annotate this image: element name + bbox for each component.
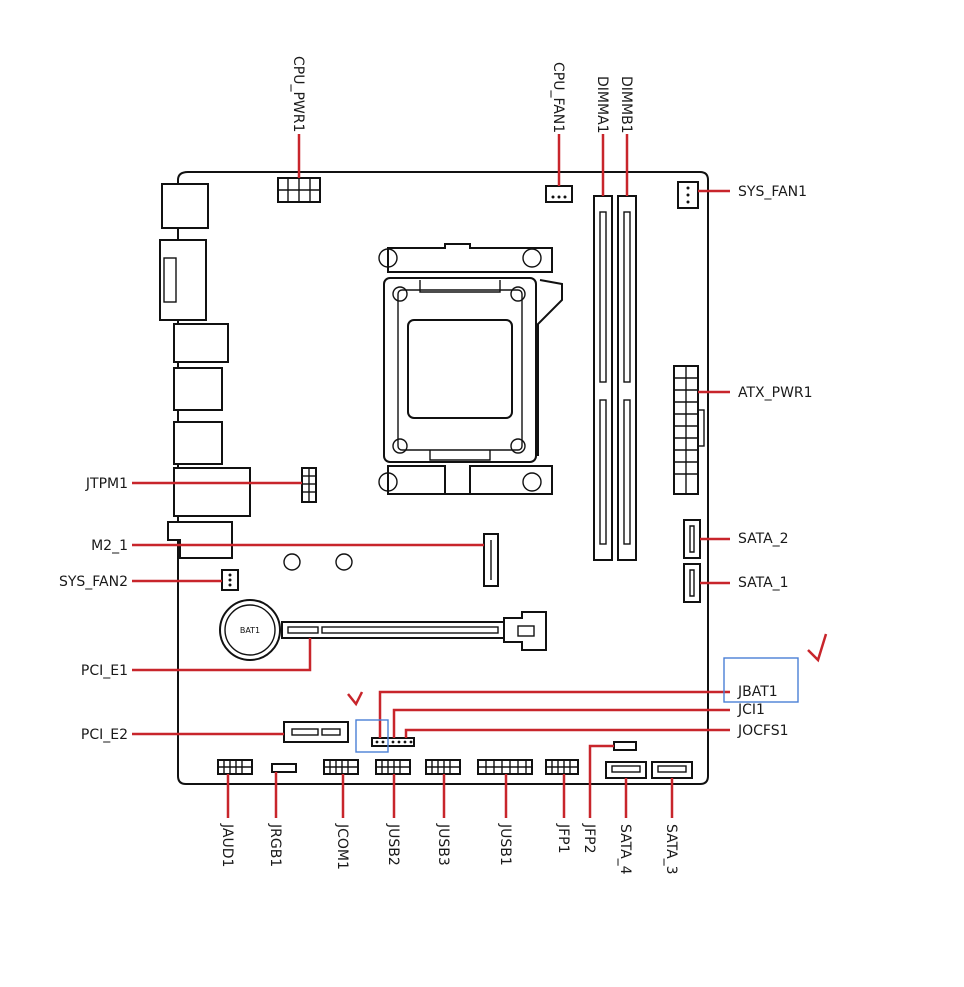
bottom-headers — [217, 759, 693, 779]
label-jci1: JCI1 — [737, 702, 765, 718]
sys-fan1-header — [677, 181, 699, 209]
label-cpu-fan1: CPU_FAN1 — [550, 62, 566, 133]
bat1-battery: BAT1 — [219, 599, 281, 661]
board-outline — [177, 171, 709, 785]
cpu-pwr1-connector — [277, 177, 321, 203]
jfp2-header — [613, 741, 637, 751]
label-sata-3: SATA_3 — [663, 824, 679, 875]
label-jaud1: JAUD1 — [219, 823, 235, 867]
pci-e1-slot — [281, 611, 547, 651]
label-sata-4: SATA_4 — [617, 824, 633, 875]
label-cpu-pwr1: CPU_PWR1 — [290, 56, 306, 132]
atx-pwr1-connector — [673, 365, 705, 495]
label-jcom1: JCOM1 — [334, 823, 350, 870]
label-jbat1: JBAT1 — [737, 684, 778, 700]
leader-lines — [132, 134, 730, 818]
jumper-headers — [371, 737, 415, 747]
label-jfp1: JFP1 — [555, 823, 571, 854]
label-pci-e1: PCI_E1 — [81, 663, 128, 679]
label-dimmb1: DIMMB1 — [618, 76, 634, 134]
label-sys-fan1: SYS_FAN1 — [738, 184, 807, 200]
sata-2-1-ports — [683, 519, 701, 603]
label-jtpm1: JTPM1 — [85, 476, 128, 492]
label-jocfs1: JOCFS1 — [737, 723, 789, 739]
bat1-label: BAT1 — [240, 626, 260, 635]
label-sata-2: SATA_2 — [738, 531, 789, 547]
pci-e2-slot — [283, 721, 349, 743]
label-jusb2: JUSB2 — [385, 823, 401, 866]
m2-1-slot — [283, 533, 499, 587]
annotation-check-mark-1 — [807, 633, 828, 663]
label-sata-1: SATA_1 — [738, 575, 789, 591]
label-jusb3: JUSB3 — [435, 823, 451, 866]
label-atx-pwr1: ATX_PWR1 — [738, 385, 813, 401]
label-jfp2: JFP2 — [581, 823, 597, 854]
highlight-box-jbat1-label — [723, 657, 799, 703]
label-m2-1: M2_1 — [91, 538, 128, 554]
cpu-fan1-header — [545, 185, 573, 203]
dimm-slots — [593, 195, 637, 561]
highlight-box-jumpers — [355, 719, 389, 753]
annotation-check-mark-2 — [347, 691, 364, 707]
sys-fan2-header — [221, 569, 239, 591]
label-pci-e2: PCI_E2 — [81, 727, 128, 743]
label-sys-fan2: SYS_FAN2 — [59, 574, 128, 590]
label-jusb1: JUSB1 — [497, 823, 513, 866]
label-dimma1: DIMMA1 — [594, 76, 610, 134]
rear-io-panel — [159, 183, 251, 559]
cpu-socket — [378, 243, 563, 495]
label-jrgb1: JRGB1 — [267, 823, 283, 867]
jtpm1-header — [301, 467, 317, 503]
